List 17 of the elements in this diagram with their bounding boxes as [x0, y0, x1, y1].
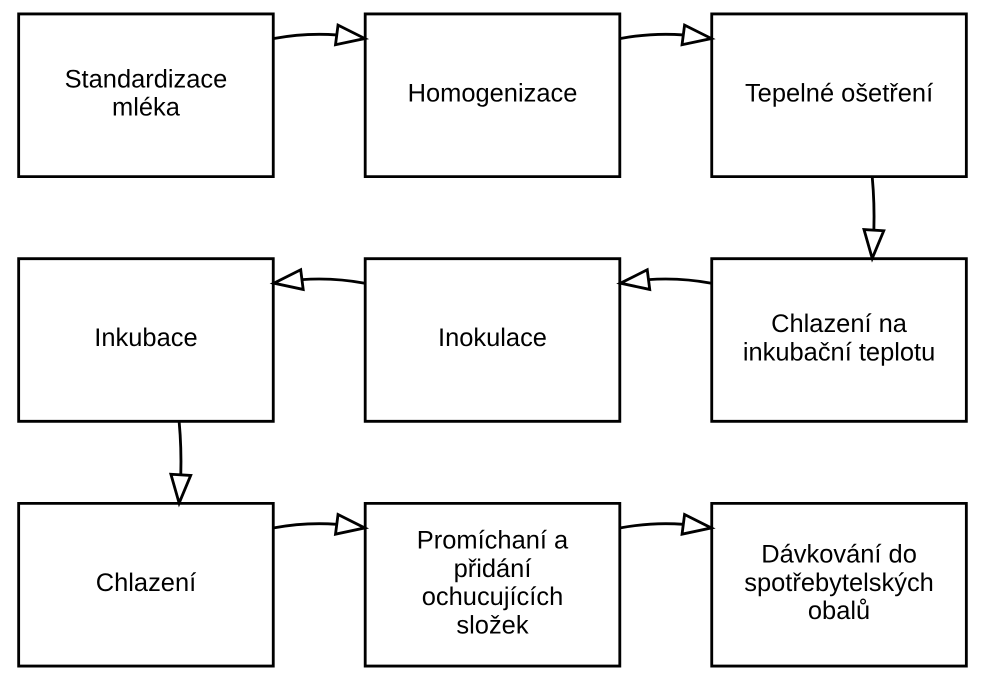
node-box: Tepelné ošetření [710, 12, 968, 178]
arrow [862, 177, 886, 263]
node-box: Promíchaní a přidání ochucujících složek [364, 502, 622, 668]
arrow [620, 22, 716, 47]
arrow [169, 422, 193, 508]
node-box: Chlazení [17, 502, 275, 668]
arrow [616, 268, 712, 292]
node-box: Inokulace [364, 257, 622, 423]
arrow [620, 512, 716, 536]
arrow [270, 268, 366, 292]
node-box: Homogenizace [364, 12, 622, 178]
node-box: Standardizace mléka [17, 12, 275, 178]
node-box: Dávkování do spotřebytelských obalů [710, 502, 968, 668]
node-box: Chlazení na inkubační teplotu [710, 257, 968, 423]
node-box: Inkubace [17, 257, 275, 423]
arrow [274, 22, 370, 47]
arrow [274, 512, 370, 536]
